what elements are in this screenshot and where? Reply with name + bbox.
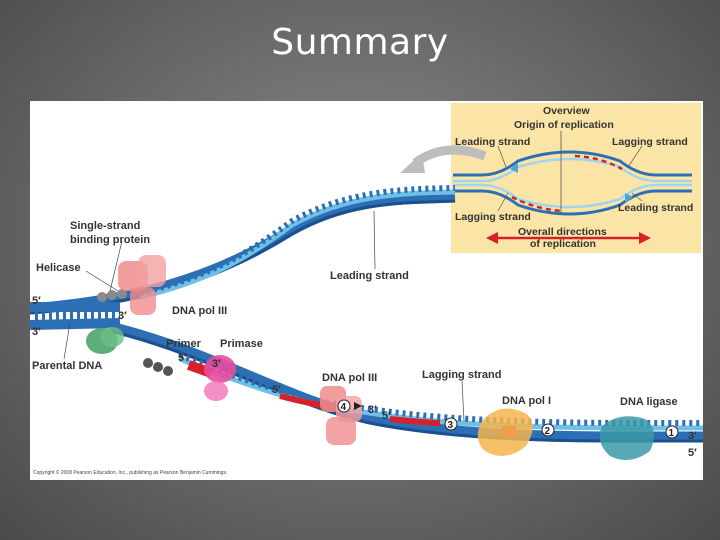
overview-title: Overview bbox=[543, 105, 591, 117]
overall-direction-left-head bbox=[486, 232, 498, 244]
label-dna-pol-i: DNA pol I bbox=[502, 395, 551, 407]
dna-ligase-protein bbox=[599, 416, 654, 460]
pol-iii-direction-arrow bbox=[354, 402, 362, 410]
overall-direction-right-head bbox=[639, 232, 651, 244]
label-single-strand: Single-strand bbox=[70, 220, 140, 232]
dna-replication-diagram: Overview Origin of replication Leading s… bbox=[30, 103, 703, 476]
overview-lagging-strand-left: Lagging strand bbox=[455, 211, 531, 223]
overview-inner-top bbox=[453, 157, 692, 183]
parental-strand-bottom bbox=[30, 318, 121, 330]
label-primase: Primase bbox=[220, 338, 263, 350]
leader-lagging bbox=[461, 380, 465, 422]
overview-pointer-arrowhead bbox=[400, 153, 425, 173]
slide-title: Summary bbox=[271, 22, 449, 63]
primase-protein bbox=[204, 355, 236, 401]
label-primer-5prime: 5′ bbox=[178, 352, 187, 364]
leading-template-strand bbox=[30, 191, 456, 315]
leading-rungs bbox=[139, 185, 456, 296]
overview-arrow-1 bbox=[510, 163, 518, 173]
overview-lagging-top bbox=[574, 154, 623, 171]
label-binding-protein: binding protein bbox=[70, 234, 150, 246]
overview-leader-3 bbox=[497, 192, 509, 212]
label-dna-pol-iii-bottom: DNA pol III bbox=[322, 372, 377, 384]
dna-pol-iii-top-protein bbox=[118, 255, 166, 315]
step-marker-4: 4 bbox=[337, 399, 351, 413]
overview-outer-bottom bbox=[453, 189, 692, 216]
overview-leader-4 bbox=[631, 192, 643, 202]
svg-text:2: 2 bbox=[545, 426, 551, 437]
overview-directions-line2: of replication bbox=[530, 238, 596, 250]
label-lagging-strand: Lagging strand bbox=[422, 369, 501, 381]
label-left-3prime: 3′ bbox=[32, 326, 41, 338]
step-marker-1: 1 bbox=[665, 425, 679, 439]
svg-text:3: 3 bbox=[448, 420, 454, 431]
overview-leading-strand-left: Leading strand bbox=[455, 136, 530, 148]
svg-text:4: 4 bbox=[341, 402, 347, 413]
label-pol-3prime: 3′ bbox=[368, 404, 377, 416]
overview-directions-line1: Overall directions bbox=[518, 226, 607, 238]
leader-helicase bbox=[85, 270, 119, 292]
overview-outer-top bbox=[453, 150, 692, 177]
dna-pol-iii-bottom-protein bbox=[320, 386, 362, 445]
overview-arrow-2 bbox=[625, 193, 633, 203]
label-helicase: Helicase bbox=[36, 262, 81, 274]
overview-origin-label: Origin of replication bbox=[514, 119, 614, 131]
label-right-3prime: 3′ bbox=[688, 430, 697, 442]
overview-background bbox=[451, 103, 701, 253]
diagram-panel: Overview Origin of replication Leading s… bbox=[30, 101, 703, 480]
overview-inner-bottom bbox=[453, 183, 692, 209]
label-dna-ligase: DNA ligase bbox=[620, 396, 678, 408]
label-helicase-3prime: 3′ bbox=[118, 310, 127, 322]
label-parental-dna: Parental DNA bbox=[32, 360, 102, 372]
label-primer: Primer bbox=[166, 338, 202, 350]
overview-leader-1 bbox=[497, 145, 507, 168]
parental-rungs bbox=[34, 311, 121, 320]
label-primase-3prime: 3′ bbox=[212, 358, 221, 370]
svg-text:1: 1 bbox=[669, 428, 675, 439]
single-strand-binding-proteins bbox=[97, 289, 173, 376]
overview-lagging-strand-right: Lagging strand bbox=[612, 136, 688, 148]
leading-new-strand bbox=[139, 189, 456, 300]
step-marker-2: 2 bbox=[541, 423, 555, 437]
leader-parental bbox=[63, 322, 71, 360]
helicase-protein bbox=[86, 327, 124, 354]
copyright-text: Copyright © 2008 Pearson Education, Inc.… bbox=[33, 469, 227, 476]
label-pol-5prime: 5′ bbox=[382, 410, 391, 422]
okazaki-fragment-2 bbox=[389, 416, 441, 426]
label-left-5prime: 5′ bbox=[32, 295, 41, 307]
step-marker-3: 3 bbox=[444, 417, 458, 431]
overview-lagging-bottom bbox=[511, 195, 563, 213]
overview-inset: Overview Origin of replication Leading s… bbox=[400, 103, 701, 253]
leader-leading bbox=[373, 210, 376, 270]
label-leading-strand: Leading strand bbox=[330, 270, 409, 282]
label-dna-pol-iii-top: DNA pol III bbox=[172, 305, 227, 317]
overview-leading-strand-right: Leading strand bbox=[618, 202, 693, 214]
label-right-5prime: 5′ bbox=[688, 447, 697, 459]
dna-pol-i-protein bbox=[477, 408, 533, 456]
leader-ssb bbox=[109, 240, 123, 292]
label-okazaki-5prime: 5′ bbox=[272, 384, 281, 396]
overview-leader-2 bbox=[627, 145, 643, 168]
